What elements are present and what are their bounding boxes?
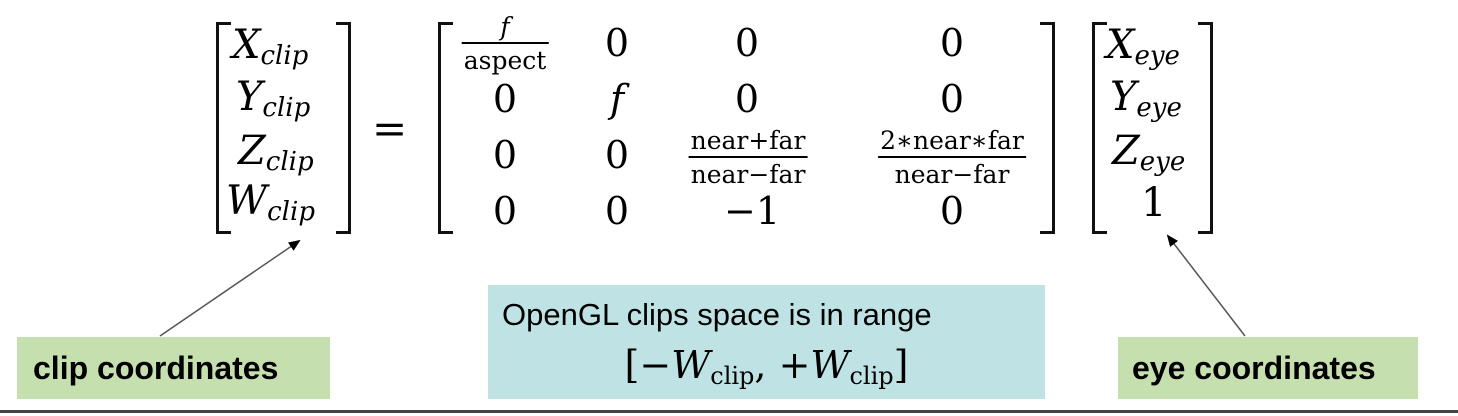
- eye-w: 1: [1141, 180, 1167, 226]
- equals-sign: =: [372, 104, 408, 153]
- matrix-cell-r0c3: 0: [939, 21, 965, 65]
- matrix-cell-r2c1: 0: [604, 133, 630, 177]
- matrix-left-bracket: [438, 22, 453, 234]
- eye-coordinates-label: eye coordinates: [1118, 337, 1418, 399]
- clip-vector-right-bracket: [336, 22, 351, 234]
- bottom-divider: [0, 410, 1458, 413]
- clip-w: Wclip: [226, 178, 315, 227]
- eye-arrow: [1166, 234, 1246, 337]
- eye-vector-right-bracket: [1198, 22, 1213, 234]
- matrix-cell-r1c0: 0: [492, 77, 518, 121]
- clip-z: Zclip: [238, 128, 314, 177]
- clip-arrow: [159, 239, 301, 337]
- clip-y: Yclip: [236, 74, 311, 123]
- matrix-cell-r3c2: −1: [723, 189, 781, 233]
- matrix-cell-r1c3: 0: [939, 77, 965, 121]
- matrix-cell-r2c0: 0: [492, 133, 518, 177]
- clip-range-expression: [−Wclip, +Wclip]: [624, 343, 909, 390]
- clip-range-note-text: OpenGL clips space is in range: [502, 297, 932, 332]
- matrix-cell-r1c1: f: [609, 77, 625, 121]
- matrix-cell-r0c1: 0: [604, 21, 630, 65]
- matrix-right-bracket: [1040, 22, 1055, 234]
- matrix-cell-r3c1: 0: [604, 189, 630, 233]
- eye-vector-left-bracket: [1092, 22, 1107, 234]
- eye-z: Zeye: [1112, 128, 1186, 177]
- matrix-cell-r3c3: 0: [939, 189, 965, 233]
- matrix-cell-r0c2: 0: [734, 21, 760, 65]
- clip-coordinates-label: clip coordinates: [17, 337, 330, 399]
- clip-range-note: OpenGL clips space is in range [−Wclip, …: [488, 285, 1045, 399]
- eye-y: Yeye: [1110, 74, 1182, 123]
- matrix-cell-r3c0: 0: [492, 189, 518, 233]
- eye-x: Xeye: [1106, 22, 1180, 71]
- clip-x: Xclip: [232, 22, 309, 71]
- clip-vector-left-bracket: [216, 22, 231, 234]
- matrix-cell-r1c2: 0: [734, 77, 760, 121]
